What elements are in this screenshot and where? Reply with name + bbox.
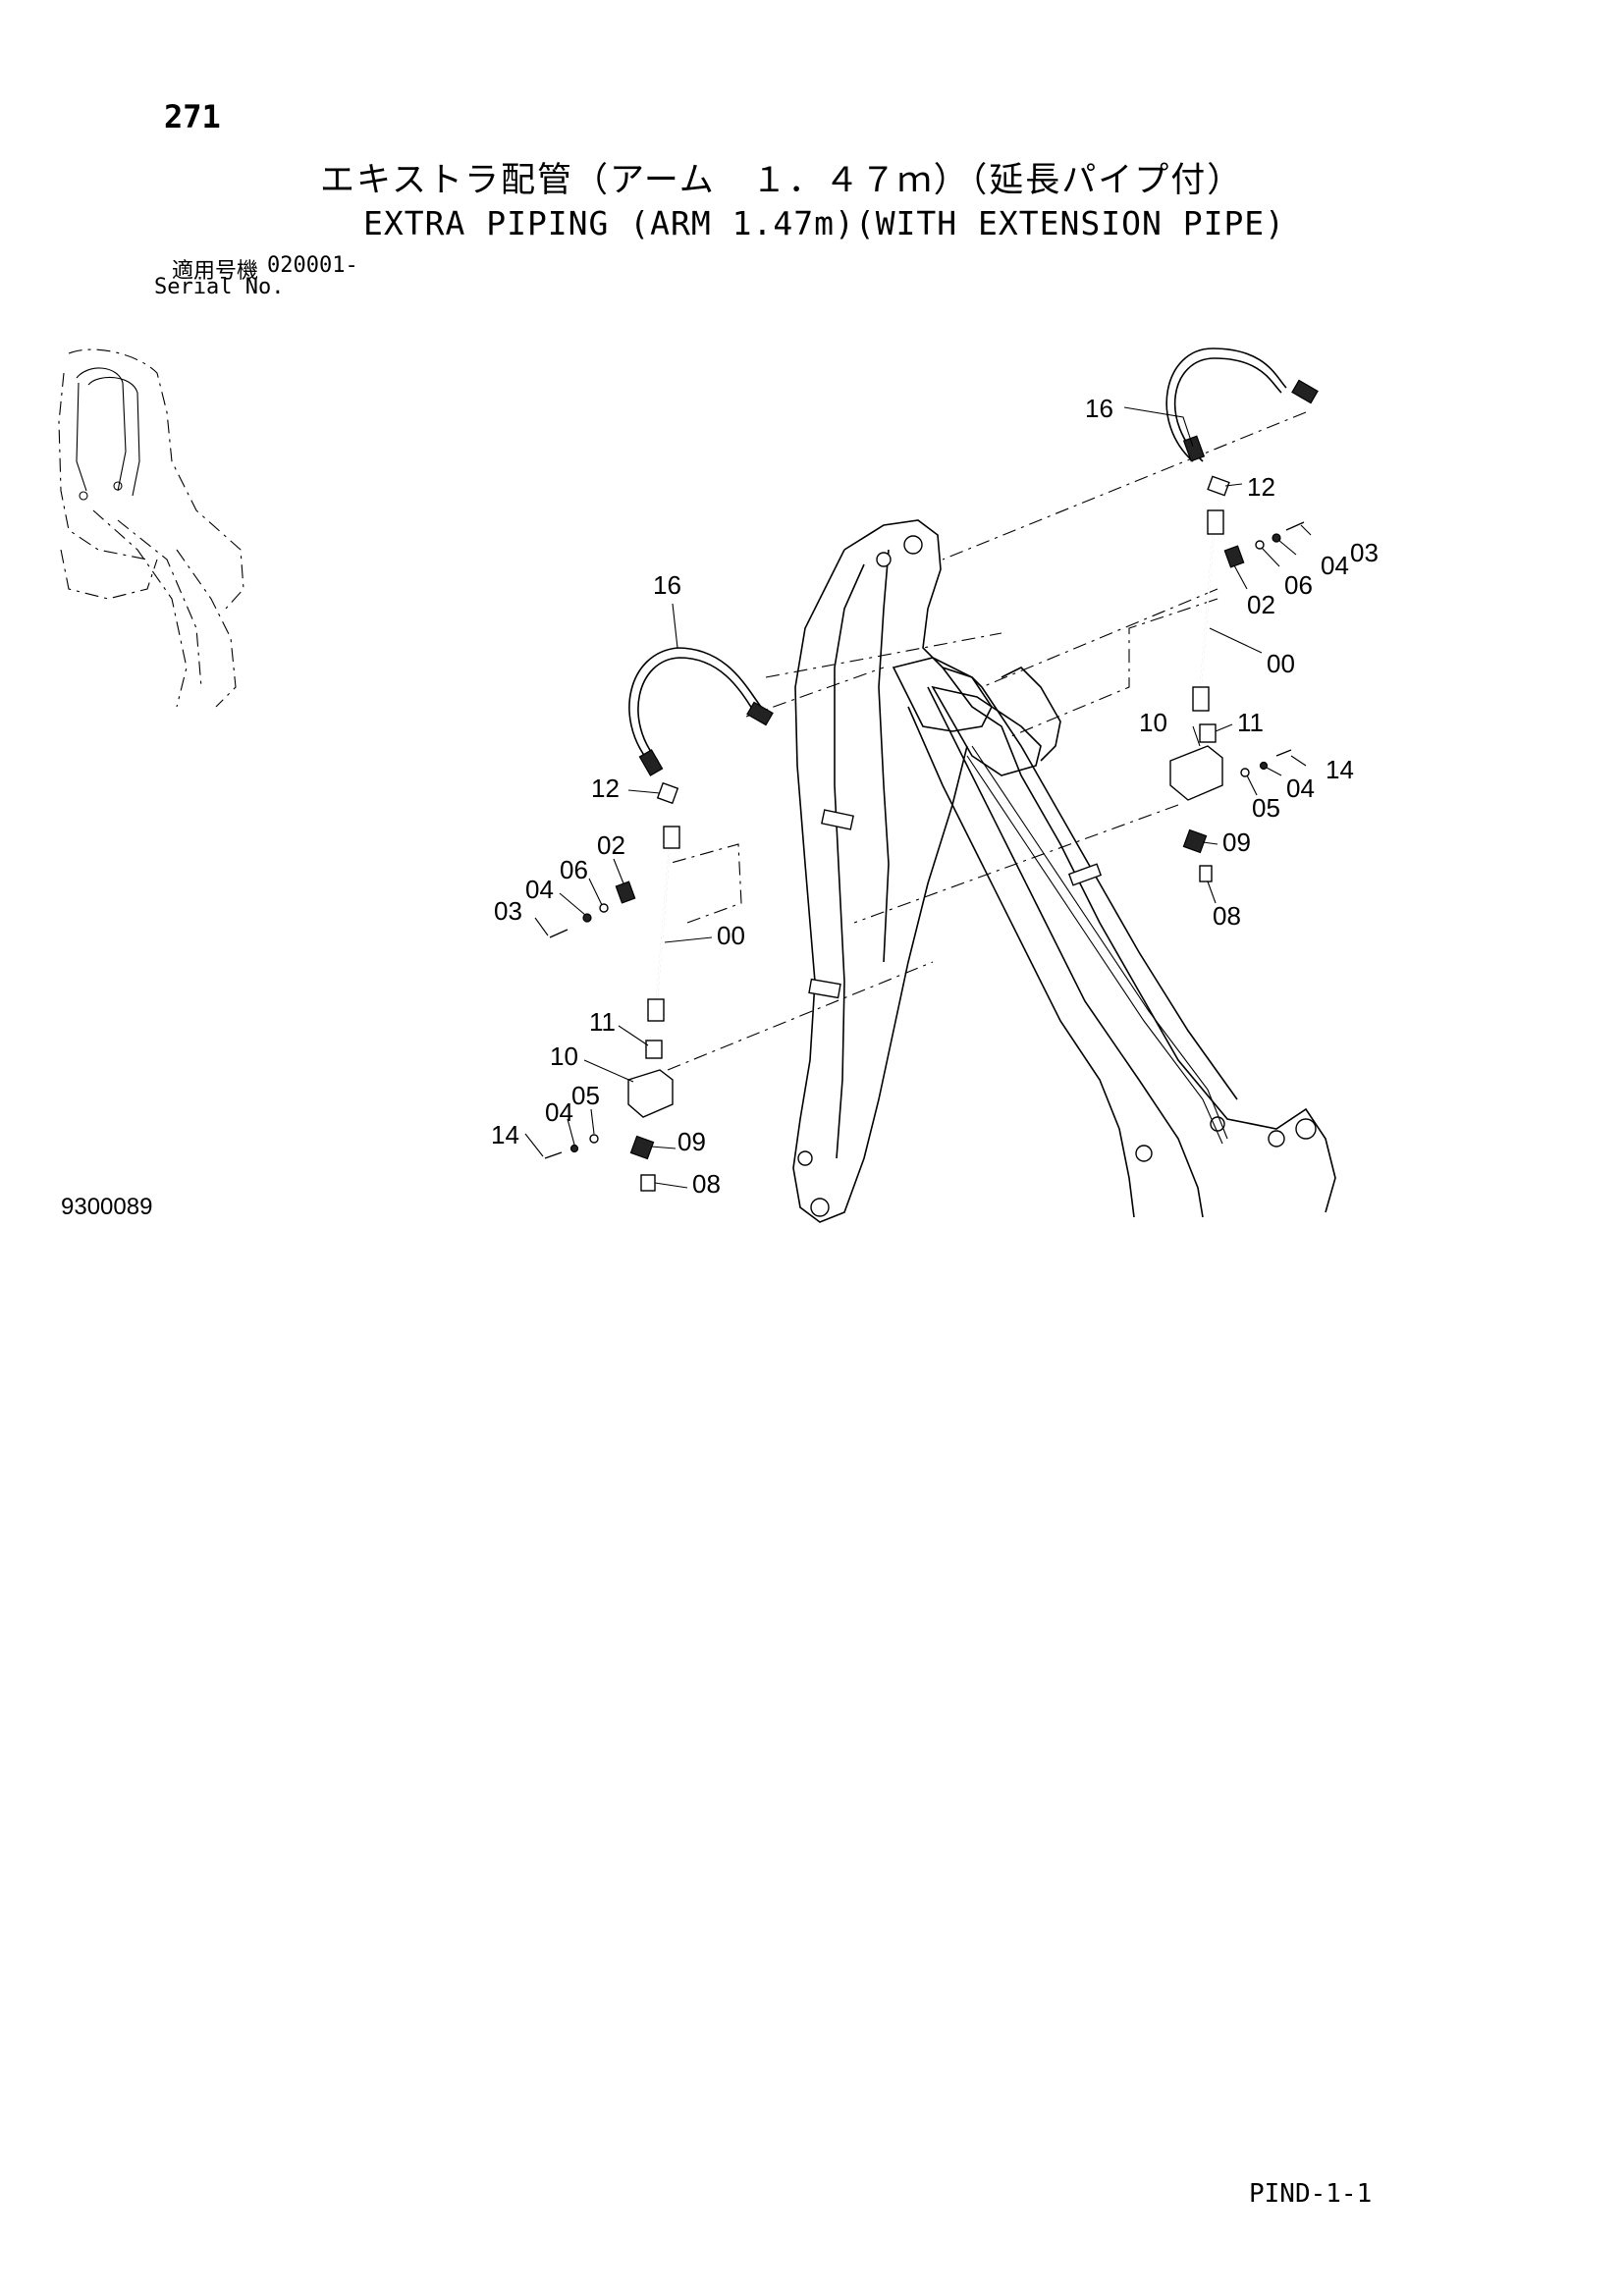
callout-left-02: 02 xyxy=(597,830,625,860)
callout-left-08: 08 xyxy=(692,1169,721,1199)
arm-structure xyxy=(792,519,1336,1223)
callout-left-12: 12 xyxy=(591,774,620,803)
machine-thumbnail xyxy=(58,348,244,708)
drawing-number: 9300089 xyxy=(61,1194,153,1220)
footer-code: PIND-1-1 xyxy=(1249,2179,1373,2209)
title-japanese: エキストラ配管（アーム １．４７ｍ）（延長パイプ付） xyxy=(320,161,1244,200)
serial-value: 020001- xyxy=(267,253,358,278)
left-parts-group xyxy=(544,647,774,1192)
callout-right-10: 10 xyxy=(1139,708,1167,737)
callout-left-06: 06 xyxy=(560,855,588,884)
callout-right-16: 16 xyxy=(1085,394,1113,423)
callout-labels-right: 16 12 03 04 06 02 00 10 11 14 04 05 09 0… xyxy=(1085,394,1379,931)
callout-right-14: 14 xyxy=(1326,755,1354,784)
callout-right-03: 03 xyxy=(1350,538,1379,567)
callout-right-12: 12 xyxy=(1247,472,1275,502)
callout-left-04b: 04 xyxy=(545,1097,573,1127)
callout-right-00: 00 xyxy=(1267,649,1295,678)
callout-left-05: 05 xyxy=(571,1081,600,1110)
callout-left-16: 16 xyxy=(653,570,681,600)
callout-right-08: 08 xyxy=(1213,901,1241,931)
callout-labels-left: 16 12 02 06 04 03 00 11 10 05 04 14 09 0… xyxy=(491,570,745,1199)
callout-left-10: 10 xyxy=(550,1041,578,1071)
callout-left-04: 04 xyxy=(525,875,554,904)
callout-right-04b: 04 xyxy=(1286,774,1315,803)
assembly-lines xyxy=(667,411,1307,1071)
callout-left-09: 09 xyxy=(677,1127,706,1156)
callout-right-09: 09 xyxy=(1222,828,1251,857)
right-parts-group xyxy=(1165,347,1319,882)
callout-left-03: 03 xyxy=(494,896,522,926)
leader-lines xyxy=(524,406,1312,1189)
callout-left-00: 00 xyxy=(717,921,745,950)
serial-label-japanese: 適用号機 xyxy=(172,259,259,284)
callout-right-04: 04 xyxy=(1321,551,1349,580)
serial-label-english: Serial No. xyxy=(154,275,285,299)
callout-right-06: 06 xyxy=(1284,570,1313,600)
callout-right-02: 02 xyxy=(1247,590,1275,619)
title-english: EXTRA PIPING (ARM 1.47m)(WITH EXTENSION … xyxy=(363,204,1286,242)
callout-left-11: 11 xyxy=(589,1007,616,1037)
callout-right-11: 11 xyxy=(1237,708,1264,737)
callout-left-14: 14 xyxy=(491,1120,519,1149)
callout-right-05: 05 xyxy=(1252,793,1280,823)
page-number: 271 xyxy=(164,98,221,135)
